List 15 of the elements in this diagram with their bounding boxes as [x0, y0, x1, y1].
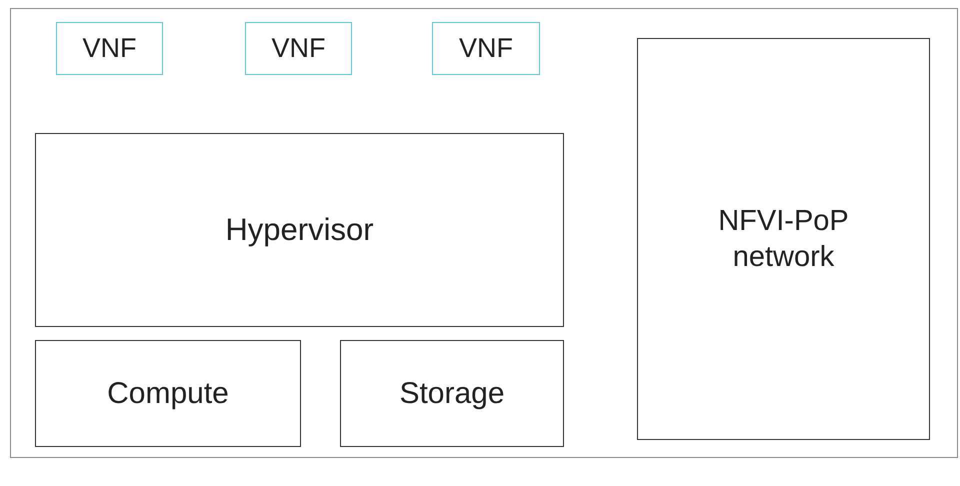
vnf-box	[432, 22, 540, 75]
storage-box	[340, 340, 564, 447]
node-label: Storage	[399, 376, 505, 412]
node-label: Hypervisor	[225, 210, 374, 249]
vnf-box	[56, 22, 163, 75]
node-label: NFVI-PoP network	[717, 204, 850, 275]
node-label: VNF	[459, 32, 513, 65]
node-label: Compute	[107, 376, 229, 412]
network-box	[637, 38, 930, 440]
hypervisor-box	[35, 133, 564, 327]
outer-frame	[10, 8, 958, 458]
node-label: VNF	[82, 32, 136, 65]
node-label: VNF	[272, 32, 326, 65]
compute-box	[35, 340, 301, 447]
vnf-box	[245, 22, 352, 75]
